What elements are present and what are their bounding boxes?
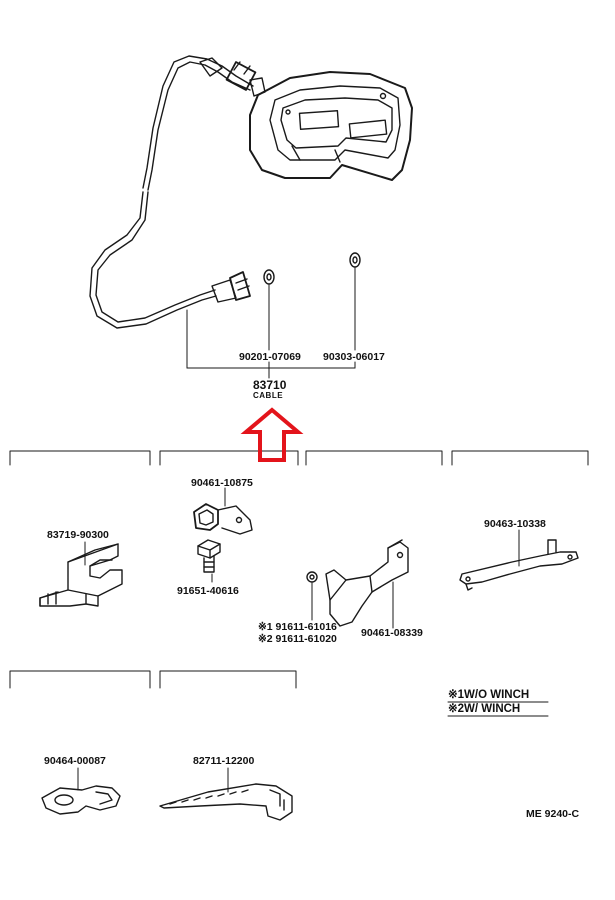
part-number-label: 82711-12200 [193, 755, 254, 767]
figure-code: ME 9240-C [526, 808, 580, 820]
legend-item: ※2W/ WINCH [448, 702, 520, 715]
part-number-label: 91651-40616 [177, 585, 239, 597]
clip-90464-icon [41, 767, 121, 815]
assembly-name: CABLE [253, 391, 283, 400]
part-number-label: ※1 91611-61016 [258, 621, 337, 633]
speedometer-housing-icon [249, 71, 413, 181]
bolt-icon [197, 539, 221, 583]
part-number-label: 90464-00087 [44, 755, 106, 767]
band-82711-icon [159, 767, 293, 821]
part-number-label: 90201-07069 [239, 351, 301, 363]
legend-lines [447, 701, 549, 717]
part-83719-icon [39, 541, 123, 607]
assembly-leader-lines [186, 267, 356, 379]
clamp-90461-10875-icon [193, 487, 253, 535]
assembly-part-number: 83710 [253, 378, 287, 392]
part-number-label: ※2 91611-61020 [258, 633, 337, 645]
part-number-label: 90303-06017 [323, 351, 385, 363]
speedometer-cable-icon [89, 55, 266, 329]
part-number-label: 90461-08339 [361, 627, 423, 639]
nut-icon [349, 252, 361, 268]
bracket-90461-08339-icon [306, 539, 409, 629]
bracket-90463-10338-icon [459, 529, 579, 591]
part-number-label: 90461-10875 [191, 477, 253, 489]
washer-icon [263, 269, 275, 285]
legend-item: ※1W/O WINCH [448, 688, 529, 701]
part-number-label: 83719-90300 [47, 529, 109, 541]
red-up-arrow-icon [240, 407, 304, 462]
part-number-label: 90463-10338 [484, 518, 546, 530]
section-brackets [9, 450, 589, 689]
